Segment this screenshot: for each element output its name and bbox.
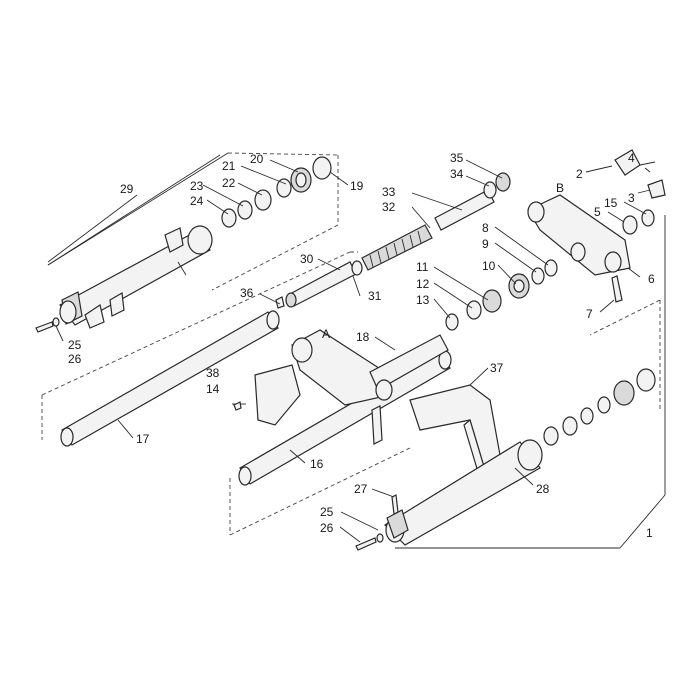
callout-30: 30 <box>300 252 314 266</box>
callout-25-right: 25 <box>320 505 334 519</box>
callout-32: 32 <box>382 200 396 214</box>
callout-28: 28 <box>536 482 550 496</box>
callout-29: 29 <box>120 182 134 196</box>
assembly-bracket-right <box>395 215 666 549</box>
callout-4: 4 <box>628 151 635 165</box>
callout-22: 22 <box>222 176 236 190</box>
callout-6: 6 <box>648 272 655 286</box>
callout-38: 38 <box>206 366 220 380</box>
fork-leg-right <box>384 439 543 546</box>
callout-5: 5 <box>594 205 601 219</box>
upper-triple-clamp-6 <box>527 194 631 303</box>
cap-34-35 <box>483 172 511 199</box>
callout-25-left: 25 <box>68 338 82 352</box>
spacer-tube-33 <box>434 189 495 231</box>
callout-13: 13 <box>416 293 430 307</box>
assembly-bracket-center <box>41 251 411 536</box>
callout-8: 8 <box>482 221 489 235</box>
leader-lines <box>47 159 651 543</box>
damper-rod-30 <box>285 260 363 308</box>
callout-33: 33 <box>382 185 396 199</box>
callout-3: 3 <box>628 191 635 205</box>
callout-A: A <box>322 327 330 341</box>
callout-12: 12 <box>416 277 430 291</box>
callout-31: 31 <box>368 289 382 303</box>
callout-10: 10 <box>482 259 496 273</box>
fork-leg-left <box>59 225 213 329</box>
callout-35: 35 <box>450 151 464 165</box>
callout-36: 36 <box>240 286 254 300</box>
callout-26-right: 26 <box>320 521 334 535</box>
callout-24: 24 <box>190 194 204 208</box>
callout-labels: 1 2 3 4 5 6 7 8 9 10 11 12 13 14 15 16 1… <box>68 151 655 540</box>
callout-19: 19 <box>350 179 364 193</box>
callout-9: 9 <box>482 237 489 251</box>
callout-11: 11 <box>416 260 429 274</box>
seal-stack-left <box>221 156 332 228</box>
bracket-37 <box>409 384 501 473</box>
callout-37: 37 <box>490 361 504 375</box>
callout-15: 15 <box>604 196 618 210</box>
clamp-hardware-right <box>614 149 666 235</box>
callout-34: 34 <box>450 167 464 181</box>
callout-1: 1 <box>646 526 653 540</box>
bearing-stack <box>445 259 558 331</box>
assembly-bracket-left <box>47 152 339 291</box>
lower-triple-clamp-18 <box>291 329 449 445</box>
stanchion-tube-17 <box>60 310 280 447</box>
callout-21: 21 <box>222 159 236 173</box>
callout-27: 27 <box>354 482 368 496</box>
guard-38 <box>232 364 301 426</box>
callout-26-left: 26 <box>68 352 82 366</box>
fasteners <box>35 296 399 551</box>
callout-7: 7 <box>586 307 593 321</box>
seal-stack-right <box>543 368 656 446</box>
callout-2: 2 <box>576 167 583 181</box>
callout-20: 20 <box>250 152 264 166</box>
callout-23: 23 <box>190 179 204 193</box>
callout-B: B <box>556 181 564 195</box>
spring-32 <box>361 224 433 271</box>
callout-16: 16 <box>310 457 324 471</box>
callout-14: 14 <box>206 382 220 396</box>
callout-18: 18 <box>356 330 370 344</box>
callout-17: 17 <box>136 432 150 446</box>
